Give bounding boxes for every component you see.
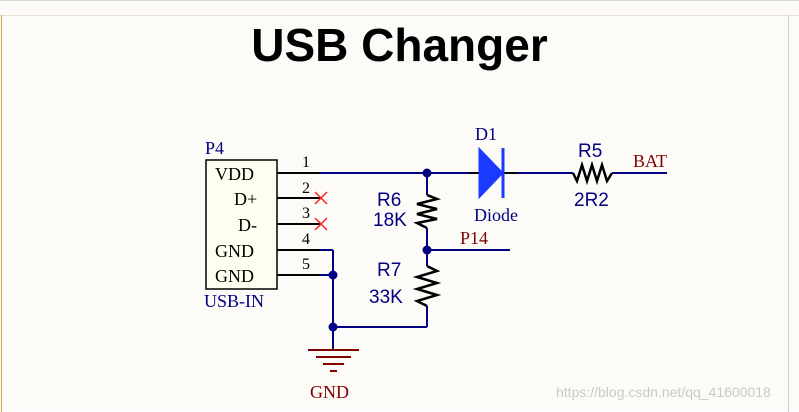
resistor-r6-zigzag-icon bbox=[413, 193, 442, 230]
resistor-r5: R5 2R2 bbox=[571, 141, 614, 211]
junction-p14 bbox=[422, 245, 432, 255]
sheet-border-left bbox=[1, 15, 2, 412]
ground-symbol: GND bbox=[308, 349, 359, 402]
pin-3-number: 3 bbox=[302, 205, 310, 222]
junction-gnd-pin5 bbox=[328, 270, 338, 280]
ground-icon bbox=[308, 349, 359, 372]
resistor-r7-zigzag-icon bbox=[412, 264, 442, 308]
no-connect-d-plus-icon bbox=[314, 191, 328, 205]
connector-p4: P4 USB-IN VDD D+ D- GND GND 1 2 3 4 5 bbox=[204, 138, 320, 311]
pin-5-number: 5 bbox=[302, 256, 310, 273]
no-connect-markers bbox=[314, 191, 328, 231]
connector-designator: P4 bbox=[205, 138, 224, 158]
pin-2-number: 2 bbox=[302, 180, 310, 197]
sheet-border-right bbox=[788, 15, 789, 412]
resistor-r7-value: 33K bbox=[369, 287, 403, 308]
pin-3-label: D- bbox=[238, 215, 257, 235]
diagram-title: USB Changer bbox=[251, 19, 548, 71]
junction-vdd bbox=[422, 168, 432, 178]
resistor-r5-designator: R5 bbox=[578, 141, 602, 162]
pin-2-label: D+ bbox=[234, 189, 257, 209]
resistor-r7-designator: R7 bbox=[377, 260, 401, 281]
pin-4-number: 4 bbox=[302, 231, 310, 248]
resistor-r5-zigzag-icon bbox=[571, 160, 614, 186]
resistor-r7: R7 33K bbox=[369, 260, 442, 308]
watermark: https://blog.csdn.net/qq_41600018 bbox=[556, 384, 771, 400]
diode-comment: Diode bbox=[474, 205, 518, 225]
sheet-border-top bbox=[0, 15, 799, 16]
wires bbox=[320, 172, 667, 349]
net-label-p14: P14 bbox=[460, 228, 488, 248]
diode-symbol-icon bbox=[478, 146, 504, 200]
resistor-r6-designator: R6 bbox=[377, 190, 401, 211]
net-label-bat: BAT bbox=[633, 151, 667, 171]
resistor-r6-value: 18K bbox=[373, 210, 407, 231]
ground-net-label: GND bbox=[310, 382, 349, 402]
pin-4-label: GND bbox=[215, 241, 254, 261]
pin-1-number: 1 bbox=[302, 154, 310, 171]
resistor-r5-value: 2R2 bbox=[574, 190, 609, 211]
no-connect-d-minus-icon bbox=[314, 217, 328, 231]
junctions bbox=[328, 168, 432, 332]
connector-comment: USB-IN bbox=[204, 291, 264, 311]
connector-body bbox=[205, 159, 278, 290]
pin-5-label: GND bbox=[215, 266, 254, 286]
diode-d1: D1 Diode bbox=[470, 124, 518, 225]
pin-1-label: VDD bbox=[215, 164, 254, 184]
junction-gnd-bus bbox=[328, 322, 338, 332]
diode-designator: D1 bbox=[475, 124, 497, 144]
resistor-r6: R6 18K bbox=[373, 190, 442, 231]
